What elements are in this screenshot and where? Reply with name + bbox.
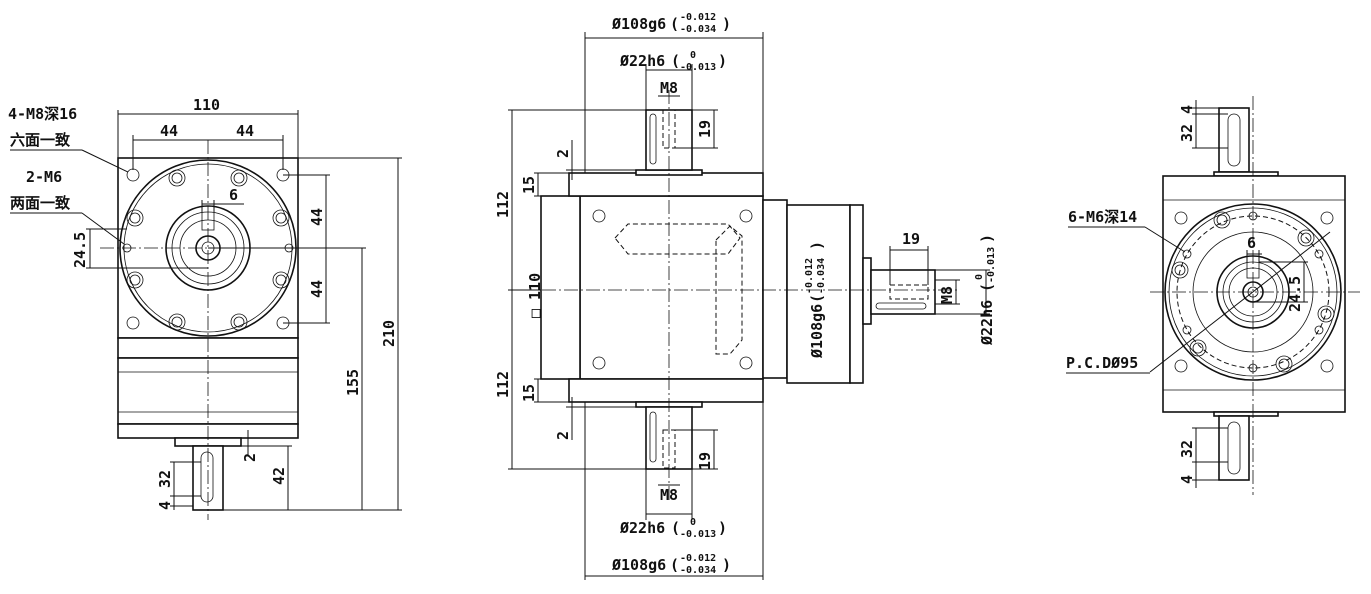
center-square-110: □ 110 bbox=[526, 273, 544, 318]
center-dim-112-top: 112 bbox=[494, 191, 512, 218]
svg-text:(: ( bbox=[671, 519, 680, 537]
svg-text:(: ( bbox=[671, 52, 680, 70]
center-dim-112-bottom: 112 bbox=[494, 371, 512, 398]
center-top-shaft-tol-lower: -0.013 bbox=[680, 62, 716, 73]
center-bottom-thread: M8 bbox=[660, 486, 678, 504]
center-bottom-flange-dia: Ø108g6 bbox=[611, 556, 666, 574]
center-bottom-shaft-tol-upper: 0 bbox=[690, 517, 696, 528]
svg-text:): ) bbox=[722, 15, 731, 33]
right-bottom-shaft bbox=[1218, 415, 1250, 481]
svg-text:(: ( bbox=[978, 283, 996, 292]
right-dim-32-top: 32 bbox=[1178, 124, 1196, 142]
center-top-flange-tol-lower: -0.034 bbox=[680, 24, 716, 35]
center-side-flange-tol-upper: -0.012 bbox=[804, 258, 815, 294]
left-keyway bbox=[200, 451, 214, 503]
center-bottom-shaft-tol-lower: -0.013 bbox=[680, 529, 716, 540]
left-note-two-faces: 两面一致 bbox=[10, 194, 71, 212]
center-housing bbox=[579, 195, 764, 380]
center-side-flange-tol-lower: -0.034 bbox=[816, 258, 827, 294]
left-dim-44-a: 44 bbox=[160, 122, 178, 140]
svg-text:): ) bbox=[808, 241, 826, 250]
center-side-flange-dia: Ø108g6 bbox=[808, 304, 826, 359]
svg-text:): ) bbox=[718, 52, 727, 70]
center-side-shaft-tol-upper: 0 bbox=[974, 274, 985, 280]
left-dim-4: 4 bbox=[156, 501, 174, 510]
center-top-gap: 2 bbox=[554, 149, 572, 158]
center-bottom-flange-tol-upper: -0.012 bbox=[680, 553, 716, 564]
center-top-thread: M8 bbox=[660, 79, 678, 97]
right-dim-4-top: 4 bbox=[1178, 105, 1196, 114]
left-dim-110: 110 bbox=[193, 96, 220, 114]
left-dim-2: 2 bbox=[241, 453, 259, 462]
right-dim-32-bottom: 32 bbox=[1178, 440, 1196, 458]
svg-text:(: ( bbox=[670, 15, 679, 33]
left-dim-44-lower: 44 bbox=[308, 280, 326, 298]
left-view: 110 44 44 4-M8深16 六面一致 2-M6 两面一致 6 24.5 … bbox=[8, 96, 402, 520]
svg-text:): ) bbox=[978, 234, 996, 243]
svg-text:(: ( bbox=[808, 294, 826, 303]
left-note-m6: 2-M6 bbox=[26, 168, 62, 186]
left-dim-key-6: 6 bbox=[229, 186, 238, 204]
left-dim-44-b: 44 bbox=[236, 122, 254, 140]
center-side-shaft bbox=[870, 269, 936, 315]
center-side-shaft-dia: Ø22h6 bbox=[978, 300, 996, 346]
center-view: Ø108g6 ( -0.012 -0.034 ) Ø22h6 ( 0 -0.01… bbox=[494, 12, 997, 580]
right-dim-4-bottom: 4 bbox=[1178, 475, 1196, 484]
right-note-m6: 6-M6深14 bbox=[1068, 208, 1137, 226]
center-side-flange bbox=[786, 204, 851, 384]
left-flange-holes bbox=[126, 169, 290, 331]
center-top-shaft-tol-upper: 0 bbox=[690, 50, 696, 61]
right-dim-key-6: 6 bbox=[1247, 234, 1256, 252]
right-dim-24-5: 24.5 bbox=[1286, 276, 1304, 312]
center-bottom-depth: 19 bbox=[696, 452, 714, 470]
left-note-m8: 4-M8深16 bbox=[8, 105, 77, 123]
right-view: 4 32 6-M6深14 6 24.5 P.C.DØ95 32 4 bbox=[1066, 96, 1360, 495]
left-dim-210: 210 bbox=[380, 320, 398, 347]
svg-text:(: ( bbox=[670, 556, 679, 574]
center-side-thread: M8 bbox=[938, 286, 956, 304]
center-side-shaft-tol-lower: -0.013 bbox=[986, 247, 997, 283]
left-dim-42: 42 bbox=[270, 467, 288, 485]
center-top-shaft-dia: Ø22h6 bbox=[619, 52, 665, 70]
center-top-flange-tol-upper: -0.012 bbox=[680, 12, 716, 23]
center-dim-15-top: 15 bbox=[520, 176, 538, 194]
center-bottom-gap: 2 bbox=[554, 431, 572, 440]
left-dim-24-5: 24.5 bbox=[71, 232, 89, 268]
center-dim-15-bottom: 15 bbox=[520, 384, 538, 402]
right-housing bbox=[1162, 175, 1346, 413]
center-top-flange-dia: Ø108g6 bbox=[611, 15, 666, 33]
right-outer-circle bbox=[1164, 203, 1342, 381]
svg-text:): ) bbox=[718, 519, 727, 537]
center-side-depth: 19 bbox=[902, 230, 920, 248]
center-housing-left bbox=[540, 195, 581, 380]
left-dim-155: 155 bbox=[344, 369, 362, 396]
left-note-six-faces: 六面一致 bbox=[10, 131, 71, 149]
right-top-shaft bbox=[1218, 107, 1250, 173]
center-bottom-shaft-dia: Ø22h6 bbox=[619, 519, 665, 537]
left-dim-32: 32 bbox=[156, 470, 174, 488]
svg-text:): ) bbox=[722, 556, 731, 574]
right-pcd-label: P.C.DØ95 bbox=[1066, 354, 1138, 372]
left-dim-44-upper: 44 bbox=[308, 208, 326, 226]
center-bottom-flange-tol-lower: -0.034 bbox=[680, 565, 716, 576]
center-top-depth: 19 bbox=[696, 120, 714, 138]
